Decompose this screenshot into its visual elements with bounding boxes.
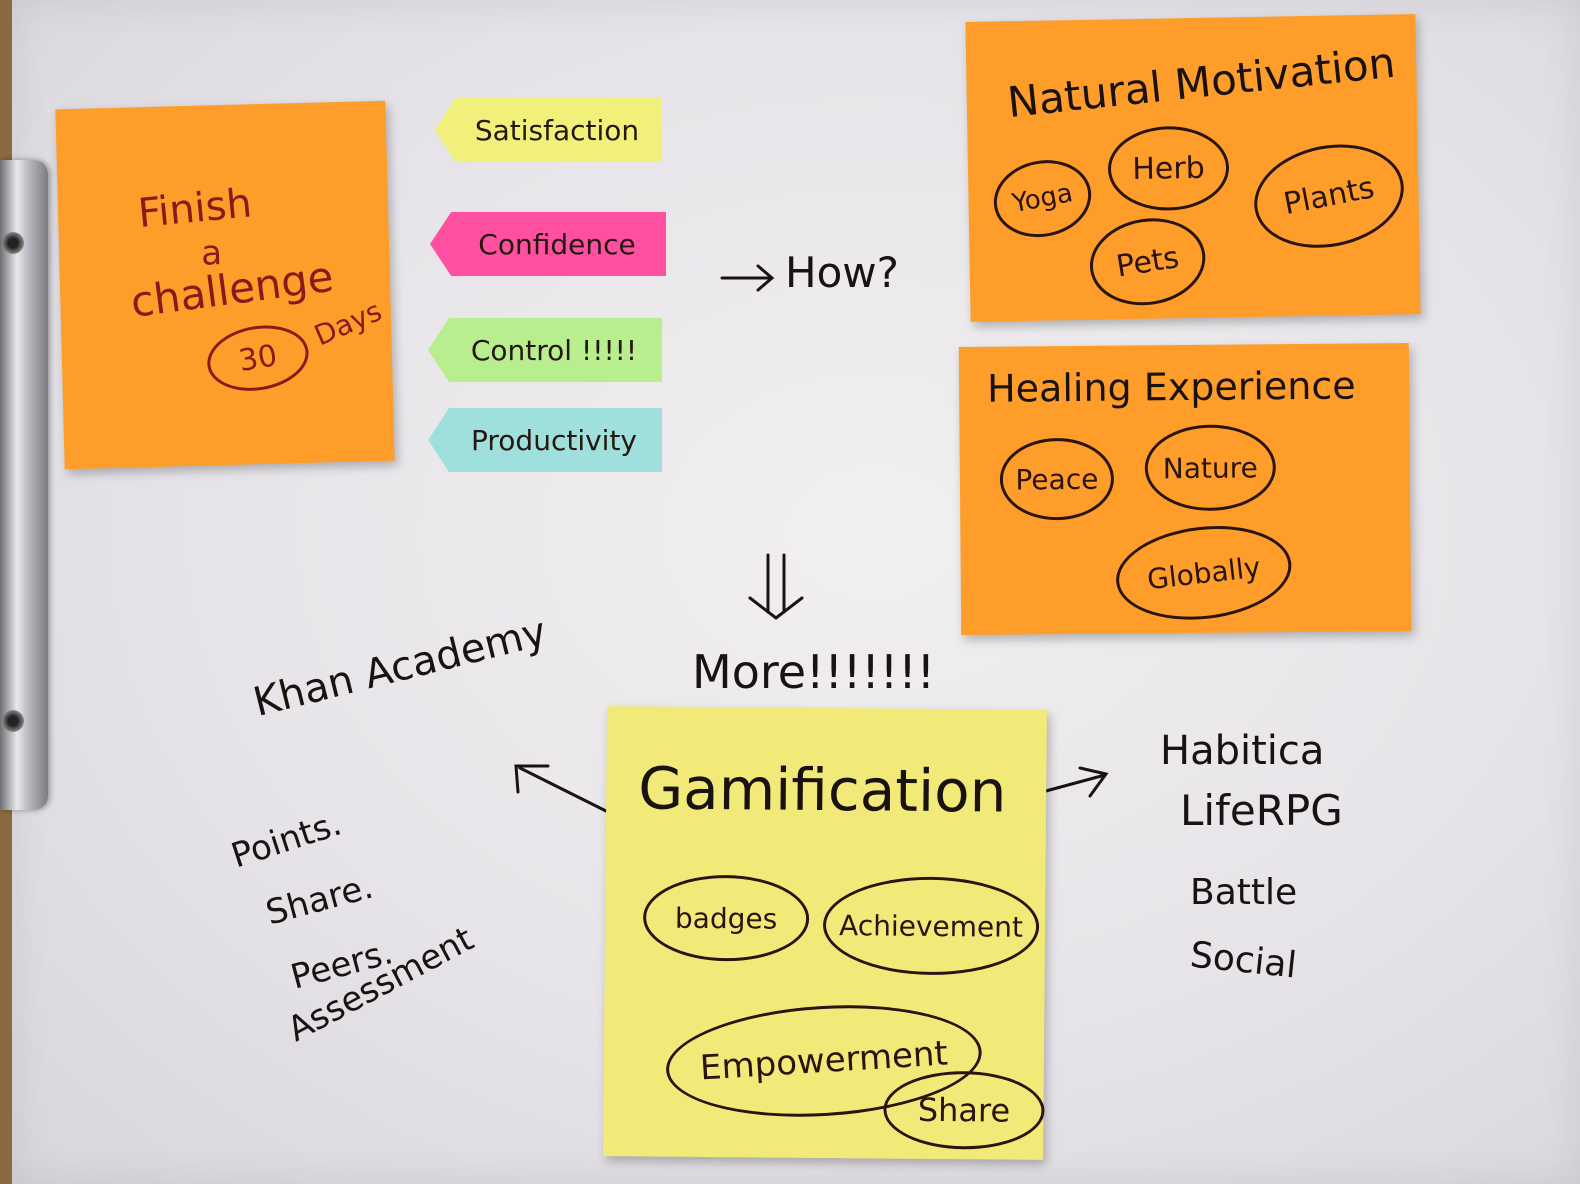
oval-share: Share: [883, 1070, 1045, 1150]
oval-plants: Plants: [1245, 132, 1413, 261]
flag-label: Control !!!!!: [470, 333, 638, 367]
flag-label: Satisfaction: [474, 113, 640, 147]
flag-satisfaction: Satisfaction: [435, 98, 661, 162]
oval-label: Globally: [1145, 550, 1263, 596]
oval-label: Nature: [1162, 450, 1258, 485]
flag-productivity: Productivity: [428, 408, 662, 472]
gamification-note: Gamification badges Achievement Empowerm…: [603, 706, 1047, 1160]
natural-motivation-title: Natural Motivation: [1005, 37, 1398, 128]
oval-achievement: Achievement: [822, 875, 1040, 976]
binder-ring: [2, 710, 24, 732]
liferpg-title: LifeRPG: [1180, 786, 1343, 835]
oval-label: Plants: [1280, 170, 1378, 223]
flag-confidence: Confidence: [430, 212, 666, 276]
oval-label: Peace: [1015, 462, 1099, 496]
arrow-head: [1078, 766, 1109, 798]
oval-nature: Nature: [1144, 424, 1277, 512]
more-label: More!!!!!!!: [692, 645, 936, 699]
habitica-title: Habitica: [1160, 728, 1325, 774]
arrow-head: [756, 264, 775, 292]
arrow-to-khan: [518, 766, 610, 814]
oval-label: Share: [917, 1090, 1011, 1130]
flag-label: Productivity: [471, 423, 637, 457]
oval-peace: Peace: [999, 437, 1115, 521]
arrow-head: [514, 764, 550, 794]
how-label: How?: [785, 248, 899, 297]
healing-experience-note: Healing Experience Peace Nature Globally: [958, 343, 1412, 635]
binder-clip: [0, 160, 48, 810]
oval-globally: Globally: [1111, 517, 1297, 629]
gamification-title: Gamification: [637, 754, 1007, 826]
oval-pets: Pets: [1083, 210, 1212, 314]
binder-ring: [2, 232, 24, 254]
flag-control: Control !!!!!: [428, 318, 662, 382]
flag-label: Confidence: [478, 227, 636, 261]
oval-herb: Herb: [1107, 125, 1230, 212]
oval-label: Yoga: [1009, 178, 1076, 220]
down-arrow-head: [748, 596, 804, 620]
habitica-item-battle: Battle: [1190, 872, 1298, 913]
oval-label: Pets: [1113, 239, 1182, 285]
oval-yoga: Yoga: [987, 151, 1098, 246]
oval-label: Achievement: [839, 908, 1024, 944]
oval-label: badges: [674, 901, 778, 936]
natural-motivation-note: Natural Motivation Yoga Herb Plants Pets: [965, 14, 1421, 322]
healing-experience-title: Healing Experience: [986, 363, 1356, 411]
oval-label: Herb: [1132, 150, 1206, 187]
oval-badges: badges: [642, 874, 810, 962]
